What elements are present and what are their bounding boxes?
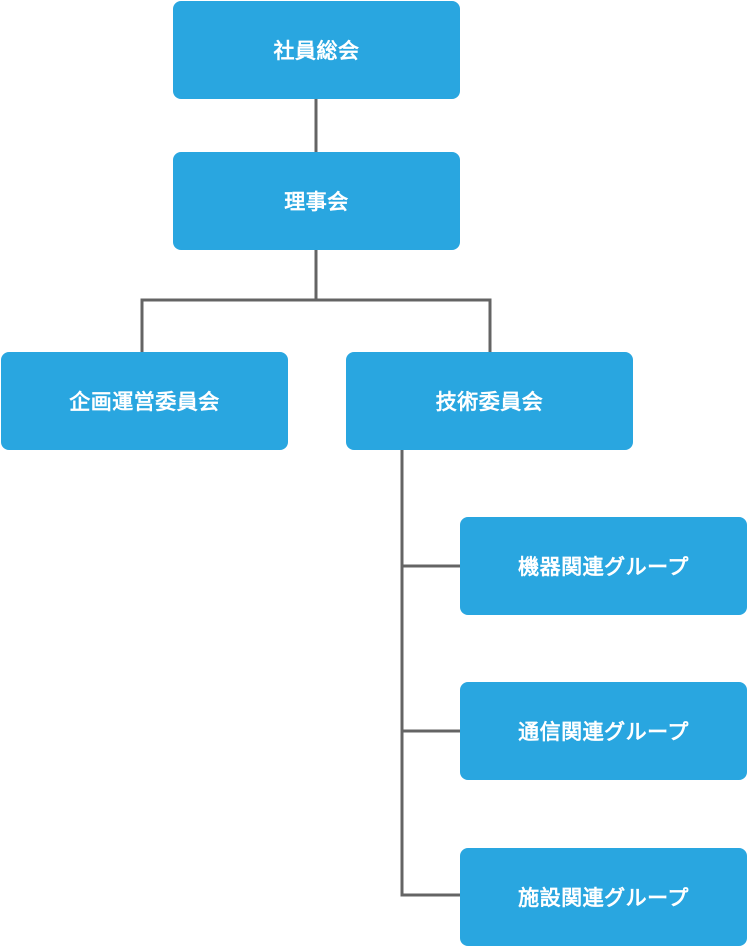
- node-general-assembly-label: 社員総会: [273, 39, 360, 63]
- node-communication-group-label: 通信関連グループ: [518, 720, 689, 744]
- node-equipment-group-label: 機器関連グループ: [518, 555, 689, 579]
- node-general-assembly: 社員総会: [173, 1, 460, 99]
- node-board-label: 理事会: [284, 190, 349, 214]
- node-facilities-group-label: 施設関連グループ: [518, 886, 689, 910]
- node-planning-committee: 企画運営委員会: [1, 352, 288, 450]
- node-technical-committee-label: 技術委員会: [435, 390, 544, 414]
- node-board: 理事会: [173, 152, 460, 250]
- node-planning-committee-label: 企画運営委員会: [69, 390, 220, 414]
- node-equipment-group: 機器関連グループ: [460, 517, 747, 615]
- node-communication-group: 通信関連グループ: [460, 682, 747, 780]
- node-facilities-group: 施設関連グループ: [460, 848, 747, 946]
- node-technical-committee: 技術委員会: [346, 352, 633, 450]
